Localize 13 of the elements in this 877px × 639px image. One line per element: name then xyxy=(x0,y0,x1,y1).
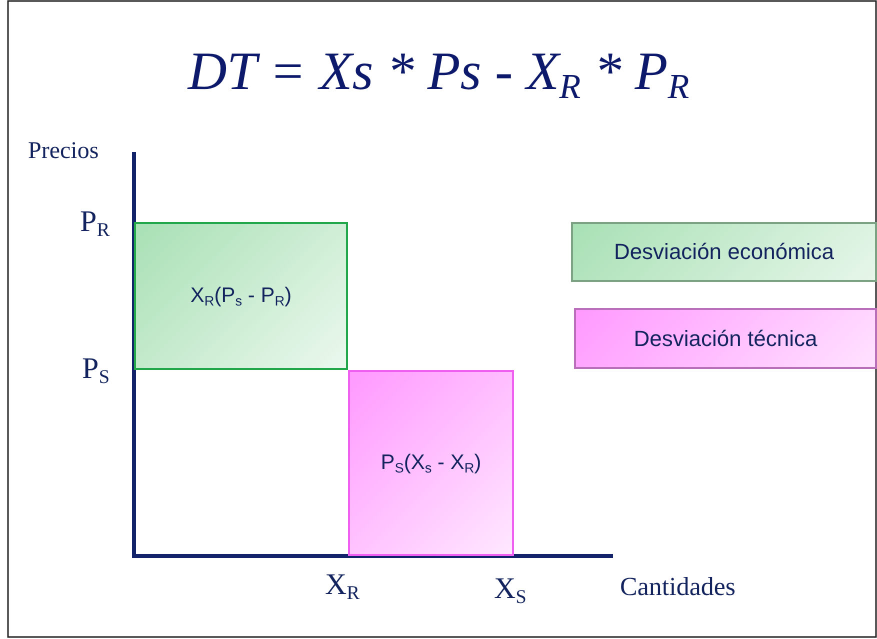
area-formula: P$_{S}$(X$_{s}$ - X$_{R}$) xyxy=(380,450,482,476)
axis-title: Cantidades xyxy=(620,572,736,602)
quantity-deviation-area xyxy=(348,370,514,556)
formula-title: DT = Xs * Ps - X$_{R}$ * P$_{R}$ xyxy=(186,40,690,107)
legend-label: Desviación técnica xyxy=(634,326,818,352)
axis-tick-label: P$_{S}$ xyxy=(82,352,110,389)
area-formula: X$_{R}$(P$_{s}$ - P$_{R}$) xyxy=(190,284,292,308)
axis-title: Precios xyxy=(28,138,99,165)
price-deviation-area xyxy=(134,222,348,370)
axis-tick-label: P$_{R}$ xyxy=(80,205,110,242)
axis-tick-label: X$_{S}$ xyxy=(494,572,527,609)
legend-label: Desviación económica xyxy=(614,239,834,265)
axis-tick-label: X$_{R}$ xyxy=(325,568,360,605)
